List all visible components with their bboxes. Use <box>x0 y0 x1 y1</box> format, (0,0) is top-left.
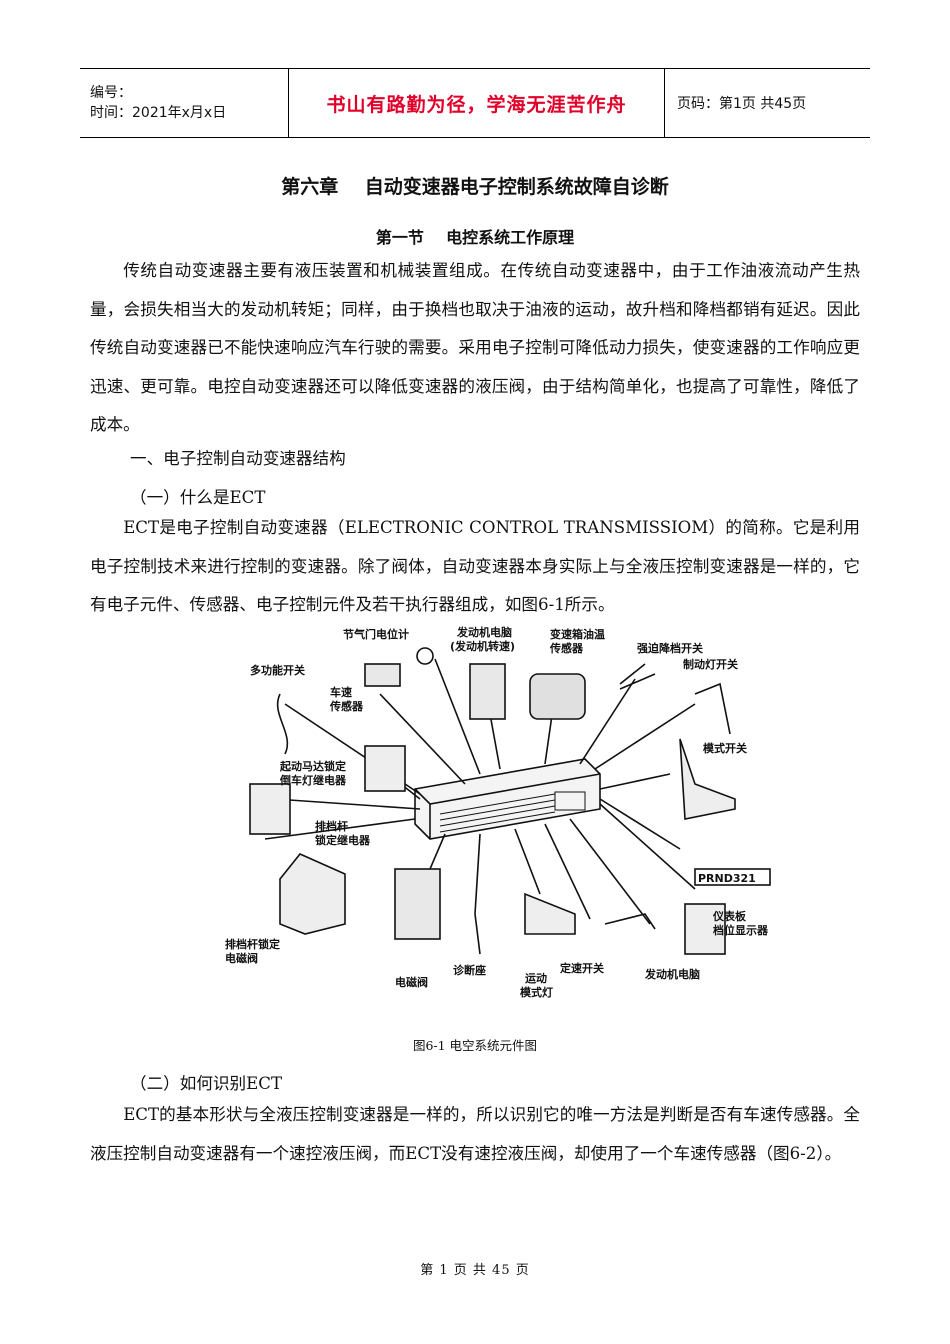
label-dash-display-1: 仪表板 <box>712 909 747 923</box>
figure-caption: 图6-1 电空系统元件图 <box>412 1038 538 1053</box>
label-shift-lock-relay-1: 排档杆 <box>315 819 348 833</box>
label-dash-display-2: 档位显示器 <box>713 923 769 937</box>
label-oil-temp-sensor: 传感器 <box>549 641 584 655</box>
section-title: 第一节 电控系统工作原理 <box>375 228 575 247</box>
document-date: 时间：2021年x月x日 <box>90 105 227 121</box>
page-info: 页码：第1页 共45页 <box>677 96 807 112</box>
label-kickdown-switch: 强迫降档开关 <box>637 641 703 655</box>
label-oil-temp: 变速箱油温 <box>550 627 605 641</box>
label-engine-speed: (发动机转速) <box>450 639 515 653</box>
label-mode-switch: 模式开关 <box>703 741 747 755</box>
label-cruise-switch: 定速开关 <box>560 961 604 975</box>
paragraph-intro: 传统自动变速器主要有液压装置和机械装置组成。在传统自动变速器中，由于工作油液流动… <box>90 261 860 434</box>
page-header: 编号： 时间：2021年x月x日 书山有路勤为径，学海无涯苦作舟 页码：第1页 … <box>80 68 870 138</box>
motto: 书山有路勤为径，学海无涯苦作舟 <box>326 93 627 116</box>
label-starter-relay-2: 倒车灯继电器 <box>279 773 347 787</box>
label-sport-lamp-1: 运动 <box>525 971 547 985</box>
label-brake-light-switch: 制动灯开关 <box>683 657 738 671</box>
label-throttle-sensor: 节气门电位计 <box>343 627 409 641</box>
header-page-cell: 页码：第1页 共45页 <box>665 69 870 137</box>
label-shift-lock-relay-2: 锁定继电器 <box>315 833 371 847</box>
label-speed-sensor-2: 传感器 <box>329 699 364 713</box>
label-gear-display-code: PRND321 <box>698 872 756 885</box>
ect-components-figure: 节气门电位计 发动机电脑 (发动机转速) 变速箱油温 传感器 强迫降档开关 制动… <box>225 625 771 999</box>
header-meta: 编号： 时间：2021年x月x日 <box>80 69 288 137</box>
chapter-title: 第六章 自动变速器电子控制系统故障自诊断 <box>281 176 669 198</box>
page-footer: 第 1 页 共 45 页 <box>420 1263 530 1278</box>
heading-identify-ect: （二）如何识别ECT <box>130 1074 283 1093</box>
label-shift-lock-solenoid-2: 电磁阀 <box>225 951 258 965</box>
label-solenoid-valve: 电磁阀 <box>395 975 428 989</box>
header-motto-cell: 书山有路勤为径，学海无涯苦作舟 <box>288 69 665 137</box>
document-number: 编号： <box>90 85 132 101</box>
label-starter-relay-1: 起动马达锁定 <box>279 759 346 773</box>
label-speed-sensor-1: 车速 <box>330 685 352 699</box>
label-shift-lock-solenoid-1: 排档杆锁定 <box>225 937 280 951</box>
label-multi-function-switch: 多功能开关 <box>250 663 305 677</box>
heading-structure: 一、电子控制自动变速器结构 <box>130 449 346 468</box>
label-ecu: 发动机电脑 <box>456 625 512 639</box>
heading-what-is-ect: （一）什么是ECT <box>130 488 266 507</box>
label-diagnostic-socket: 诊断座 <box>453 963 486 977</box>
label-engine-ecu: 发动机电脑 <box>644 967 700 981</box>
paragraph-ect-definition: ECT是电子控制自动变速器（ELECTRONIC CONTROL TRANSMI… <box>90 518 860 614</box>
paragraph-identify-ect: ECT的基本形状与全液压控制变速器是一样的，所以识别它的唯一方法是判断是否有车速… <box>90 1105 860 1163</box>
label-sport-lamp-2: 模式灯 <box>520 985 553 999</box>
